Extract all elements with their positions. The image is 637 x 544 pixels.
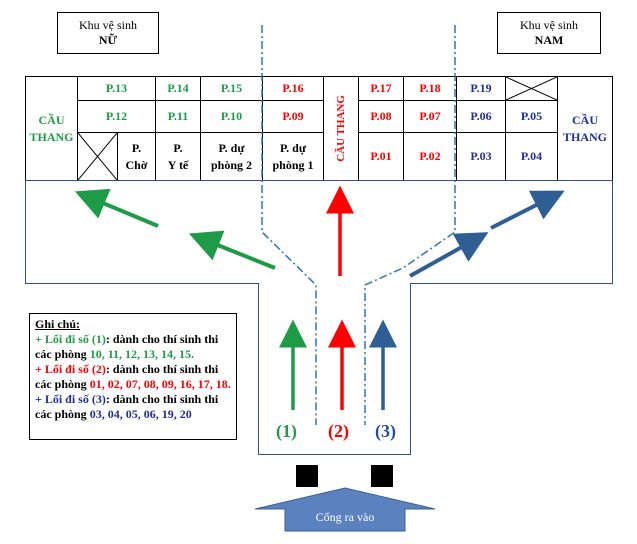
arrow-lane3-right-lower bbox=[409, 232, 489, 278]
legend-box: Ghi chú: + Lối đi số (1): dành cho thí s… bbox=[29, 313, 237, 440]
room-p04: P.04 bbox=[520, 149, 543, 164]
gate-arrow-icon bbox=[254, 487, 436, 532]
gate-label: Cổng ra vào bbox=[315, 510, 375, 524]
legend-item-2-prefix: + Lối đi số (2) bbox=[35, 362, 106, 376]
room-p12: P.12 bbox=[105, 109, 128, 124]
room-p03: P.03 bbox=[470, 149, 492, 164]
right-staircase-line1: CẦU bbox=[572, 113, 598, 128]
empty-room-cross-icon bbox=[78, 133, 117, 180]
legend-item-2-rooms: 01, 02, 07, 08, 09, 16, 17, 18. bbox=[89, 377, 231, 391]
room-p05: P.05 bbox=[520, 109, 543, 124]
room-p19: P.19 bbox=[470, 81, 492, 96]
left-staircase-line1: CẦU bbox=[38, 113, 65, 128]
legend-item-3-rooms: 03, 04, 05, 06, 19, 20 bbox=[89, 407, 192, 421]
room-p11: P.11 bbox=[167, 109, 189, 124]
grid-line bbox=[505, 76, 506, 181]
arrow-lane3-right-upper bbox=[490, 190, 565, 230]
female-restroom-gender: NỮ bbox=[98, 33, 118, 47]
grid-line bbox=[77, 132, 323, 133]
left-staircase: CẦU THANG bbox=[26, 77, 77, 180]
empty-room-cross-icon bbox=[506, 77, 557, 100]
reserve-room-2: P. dự phòng 2 bbox=[201, 133, 262, 180]
legend-item-1: + Lối đi số (1): dành cho thí sinh thi c… bbox=[35, 332, 231, 362]
room-p08: P.08 bbox=[370, 109, 392, 124]
waiting-room: P. Chờ bbox=[118, 133, 155, 180]
room-p15: P.15 bbox=[220, 81, 243, 96]
waiting-room-line2: Chờ bbox=[125, 157, 148, 172]
room-p06: P.06 bbox=[470, 109, 492, 124]
legend-item-1-rooms: 10, 11, 12, 13, 14, 15. bbox=[89, 347, 195, 361]
room-p16: P.16 bbox=[282, 81, 304, 96]
male-restroom-gender: NAM bbox=[534, 33, 564, 47]
female-restroom-label: Khu vệ sinh bbox=[79, 18, 137, 32]
legend-item-2-text: : dành cho thí sinh thi các phòng bbox=[35, 362, 219, 391]
legend-item-1-text: : dành cho thí sinh thi các phòng bbox=[35, 332, 219, 361]
dash-dot-boundary bbox=[261, 25, 456, 425]
grid-line bbox=[358, 76, 359, 181]
reserve-room-1: P. dự phòng 1 bbox=[263, 133, 323, 180]
grid-line bbox=[456, 76, 457, 181]
room-p10: P.10 bbox=[220, 109, 243, 124]
lane-3-label: (3) bbox=[375, 421, 396, 441]
waiting-room-line1: P. bbox=[131, 141, 142, 156]
arrow-lane1-left-lower bbox=[188, 230, 276, 270]
medical-room-line2: Y tế bbox=[167, 157, 189, 172]
grid-line bbox=[77, 100, 323, 101]
medical-room: P. Y tế bbox=[156, 133, 200, 180]
reserve-room-1-line2: phòng 1 bbox=[272, 157, 314, 172]
grid-line bbox=[323, 76, 324, 181]
right-staircase: CẦU THANG bbox=[558, 77, 612, 180]
legend-item-3-text: : dành cho thí sinh thi các phòng bbox=[35, 392, 219, 421]
grid-line bbox=[403, 76, 404, 181]
gate-post-left bbox=[296, 465, 318, 487]
lane-1-label: (1) bbox=[276, 421, 297, 441]
reserve-room-2-line2: phòng 2 bbox=[210, 157, 253, 172]
legend-item-2: + Lối đi số (2): dành cho thí sinh thi c… bbox=[35, 362, 231, 392]
room-p01: P.01 bbox=[370, 149, 392, 164]
arrow-lane1-left-upper bbox=[74, 188, 159, 228]
left-staircase-line2: THANG bbox=[29, 129, 74, 144]
reserve-room-2-line1: P. dự bbox=[218, 141, 245, 156]
room-p18: P.18 bbox=[419, 81, 441, 96]
room-p17: P.17 bbox=[370, 81, 392, 96]
legend-item-3-prefix: + Lối đi số (3) bbox=[35, 392, 106, 406]
entrance-corridor bbox=[258, 283, 411, 455]
room-p02: P.02 bbox=[419, 149, 441, 164]
legend-item-1-prefix: + Lối đi số (1) bbox=[35, 332, 106, 346]
grid-line bbox=[358, 100, 557, 101]
female-restroom-box: Khu vệ sinh NỮ bbox=[57, 12, 159, 54]
right-staircase-line2: THANG bbox=[562, 129, 607, 144]
grid-line bbox=[557, 76, 558, 181]
room-p09: P.09 bbox=[282, 109, 304, 124]
room-p07: P.07 bbox=[419, 109, 441, 124]
lane-2-label: (2) bbox=[328, 421, 349, 441]
reserve-room-1-line1: P. dự bbox=[279, 141, 307, 156]
grid-line bbox=[358, 132, 557, 133]
room-p14: P.14 bbox=[167, 81, 189, 96]
male-restroom-box: Khu vệ sinh NAM bbox=[497, 12, 601, 54]
gate-post-right bbox=[371, 465, 393, 487]
grid-line bbox=[117, 132, 118, 181]
grid-line bbox=[77, 76, 78, 181]
male-restroom-label: Khu vệ sinh bbox=[520, 18, 578, 32]
medical-room-line1: P. bbox=[173, 141, 183, 156]
legend-item-3: + Lối đi số (3): dành cho thí sinh thi c… bbox=[35, 392, 231, 422]
room-p13: P.13 bbox=[105, 81, 128, 96]
grid-line bbox=[155, 76, 156, 181]
grid-line bbox=[200, 76, 201, 181]
legend-title: Ghi chú: bbox=[35, 317, 81, 331]
